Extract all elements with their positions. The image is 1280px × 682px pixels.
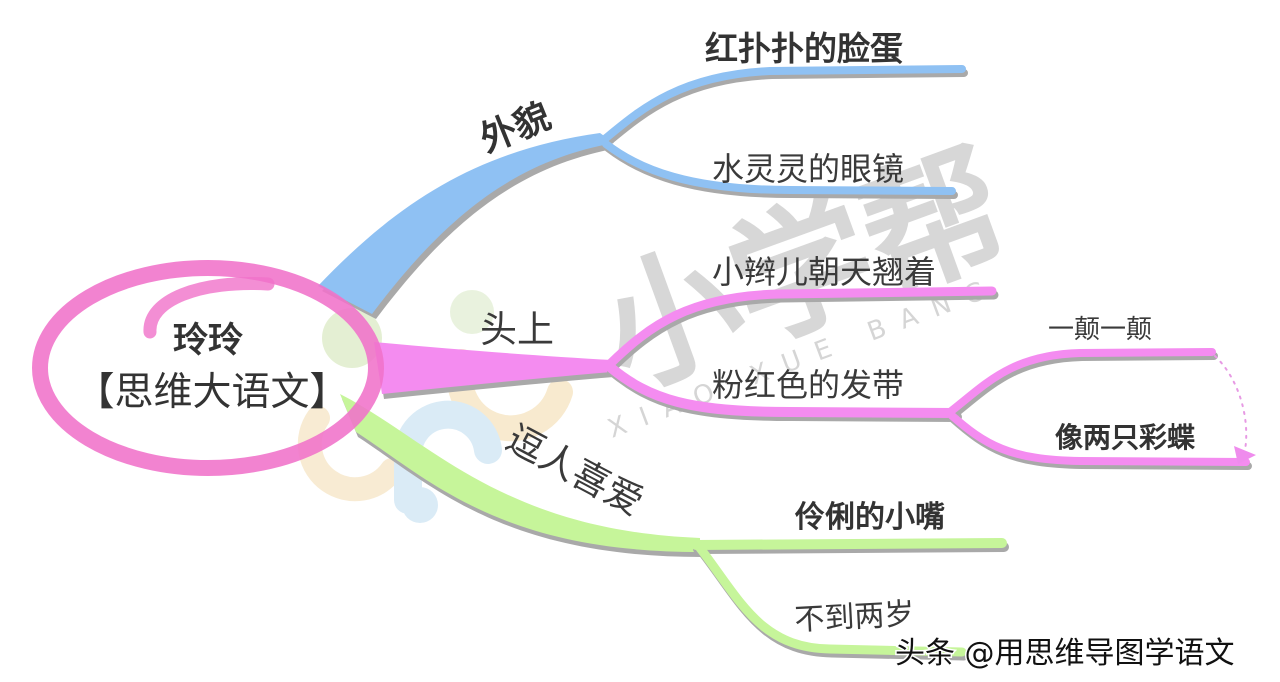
central-topic-ring — [32, 260, 384, 476]
branch-label-head: 头上 — [480, 308, 554, 351]
central-topic-subtitle: 【思维大语文】 — [75, 370, 348, 415]
credit-watermark: 头条 @用思维导图学语文 — [895, 636, 1235, 671]
branch-headband-sub-1 — [946, 348, 1216, 416]
branch-head-sub-2 — [605, 362, 960, 418]
central-topic: 玲玲 【思维大语文】 — [32, 260, 384, 476]
relationship-arrow — [1214, 355, 1248, 451]
branch-head-sub-1 — [605, 286, 997, 369]
branch-head — [374, 286, 1256, 470]
central-topic-title: 玲玲 — [173, 321, 243, 361]
leaf-label-pigtail: 小辫儿朝天翘着 — [712, 253, 936, 291]
leaf-label-bright-eyes: 水灵灵的眼镜 — [712, 150, 904, 188]
branch-appearance-trunk — [318, 133, 614, 314]
leaf-label-rosy-cheeks: 红扑扑的脸蛋 — [705, 29, 903, 68]
branch-appearance — [318, 65, 968, 319]
branch-head-trunk — [374, 342, 612, 394]
branch-headband-sub-2 — [946, 410, 1250, 466]
branch-lovable-sub-2 — [695, 543, 967, 657]
branch-appearance-sub-2 — [602, 140, 956, 195]
central-topic-ring-overlap — [143, 276, 275, 339]
branch-shadow — [948, 352, 1218, 420]
leaf-label-bouncing: 一颠一颠 — [1048, 315, 1152, 345]
leaf-label-under-two: 不到两岁 — [794, 597, 916, 638]
arrowhead-icon — [1234, 446, 1256, 464]
branch-shadow — [604, 69, 968, 146]
branch-lovable-sub-1 — [691, 538, 1007, 550]
branch-lovable — [340, 394, 1009, 661]
branch-lovable-trunk — [340, 394, 700, 552]
leaf-label-pink-headband: 粉红色的发带 — [712, 366, 904, 404]
leaf-label-clever-mouth: 伶俐的小嘴 — [794, 500, 945, 535]
branch-appearance-sub-1 — [602, 65, 966, 142]
leaf-label-butterflies: 像两只彩蝶 — [1055, 421, 1196, 454]
